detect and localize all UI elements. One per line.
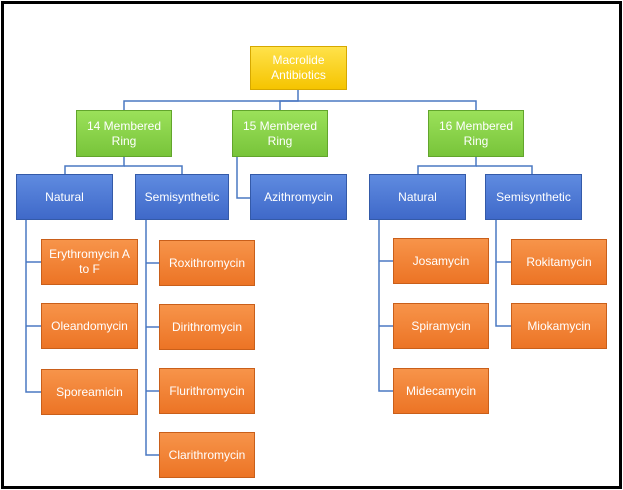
connector-s14-spine (145, 220, 159, 456)
compound-node: Clarithromycin (159, 432, 255, 478)
root-label: Macrolide Antibiotics (271, 53, 326, 82)
connector-root-ring14 (123, 90, 299, 110)
compound-label: Flurithromycin (169, 383, 245, 398)
compound-label: Roxithromycin (168, 255, 246, 270)
compound-node: Oleandomycin (41, 303, 138, 349)
compound-node: Sporeamicin (41, 369, 138, 415)
compound-node: Flurithromycin (159, 368, 255, 414)
connector-root-ring16 (298, 100, 477, 110)
compound-node: Erythromycin A to F (41, 239, 138, 285)
ring-15-label: 15 Membered Ring (242, 118, 318, 148)
ring-14-label: 14 Membered Ring (86, 118, 162, 148)
category-14-semisynthetic: Semisynthetic (135, 174, 229, 220)
connector-ring15-azithromycin (236, 157, 250, 199)
compound-node: Dirithromycin (159, 304, 255, 350)
category-label: Semisynthetic (496, 189, 571, 204)
compound-node: Midecamycin (393, 368, 489, 414)
compound-label: Dirithromycin (171, 319, 242, 334)
connector-s16-spine (495, 220, 511, 327)
compound-node: Roxithromycin (159, 240, 255, 286)
compound-label: Spiramycin (411, 318, 471, 333)
category-16-semisynthetic: Semisynthetic (485, 174, 582, 220)
compound-label: Midecamycin (405, 383, 477, 398)
compound-azithromycin: Azithromycin (250, 174, 347, 220)
compound-label: Clarithromycin (168, 447, 246, 462)
connector-n14-spine (25, 220, 41, 393)
compound-label: Sporeamicin (56, 384, 123, 399)
category-label: Natural (45, 189, 84, 204)
ring-15-node: 15 Membered Ring (232, 110, 328, 157)
compound-label: Josamycin (412, 253, 470, 268)
connector-ring16-natural (417, 157, 477, 174)
compound-node: Josamycin (393, 238, 489, 284)
compound-node: Miokamycin (511, 303, 607, 349)
compound-node: Spiramycin (393, 303, 489, 349)
compound-label: Oleandomycin (51, 318, 128, 333)
compound-label: Rokitamycin (526, 254, 592, 269)
category-label: Semisynthetic (144, 189, 220, 204)
ring-14-node: 14 Membered Ring (76, 110, 172, 157)
connector-ring14-natural (64, 157, 125, 174)
connector-ring14-semi (124, 165, 183, 174)
connector-root-ring15 (279, 100, 298, 110)
compound-label: Azithromycin (264, 189, 333, 204)
connector-ring16-semi (476, 165, 533, 174)
compound-label: Miokamycin (527, 318, 591, 333)
connector-n16-spine (378, 220, 393, 392)
root-node: Macrolide Antibiotics (250, 46, 347, 90)
category-16-natural: Natural (369, 174, 466, 220)
compound-label: Erythromycin A to F (49, 247, 130, 276)
ring-16-node: 16 Membered Ring (428, 110, 524, 157)
compound-node: Rokitamycin (511, 239, 607, 285)
ring-16-label: 16 Membered Ring (438, 118, 514, 148)
category-label: Natural (398, 189, 437, 204)
category-14-natural: Natural (16, 174, 113, 220)
